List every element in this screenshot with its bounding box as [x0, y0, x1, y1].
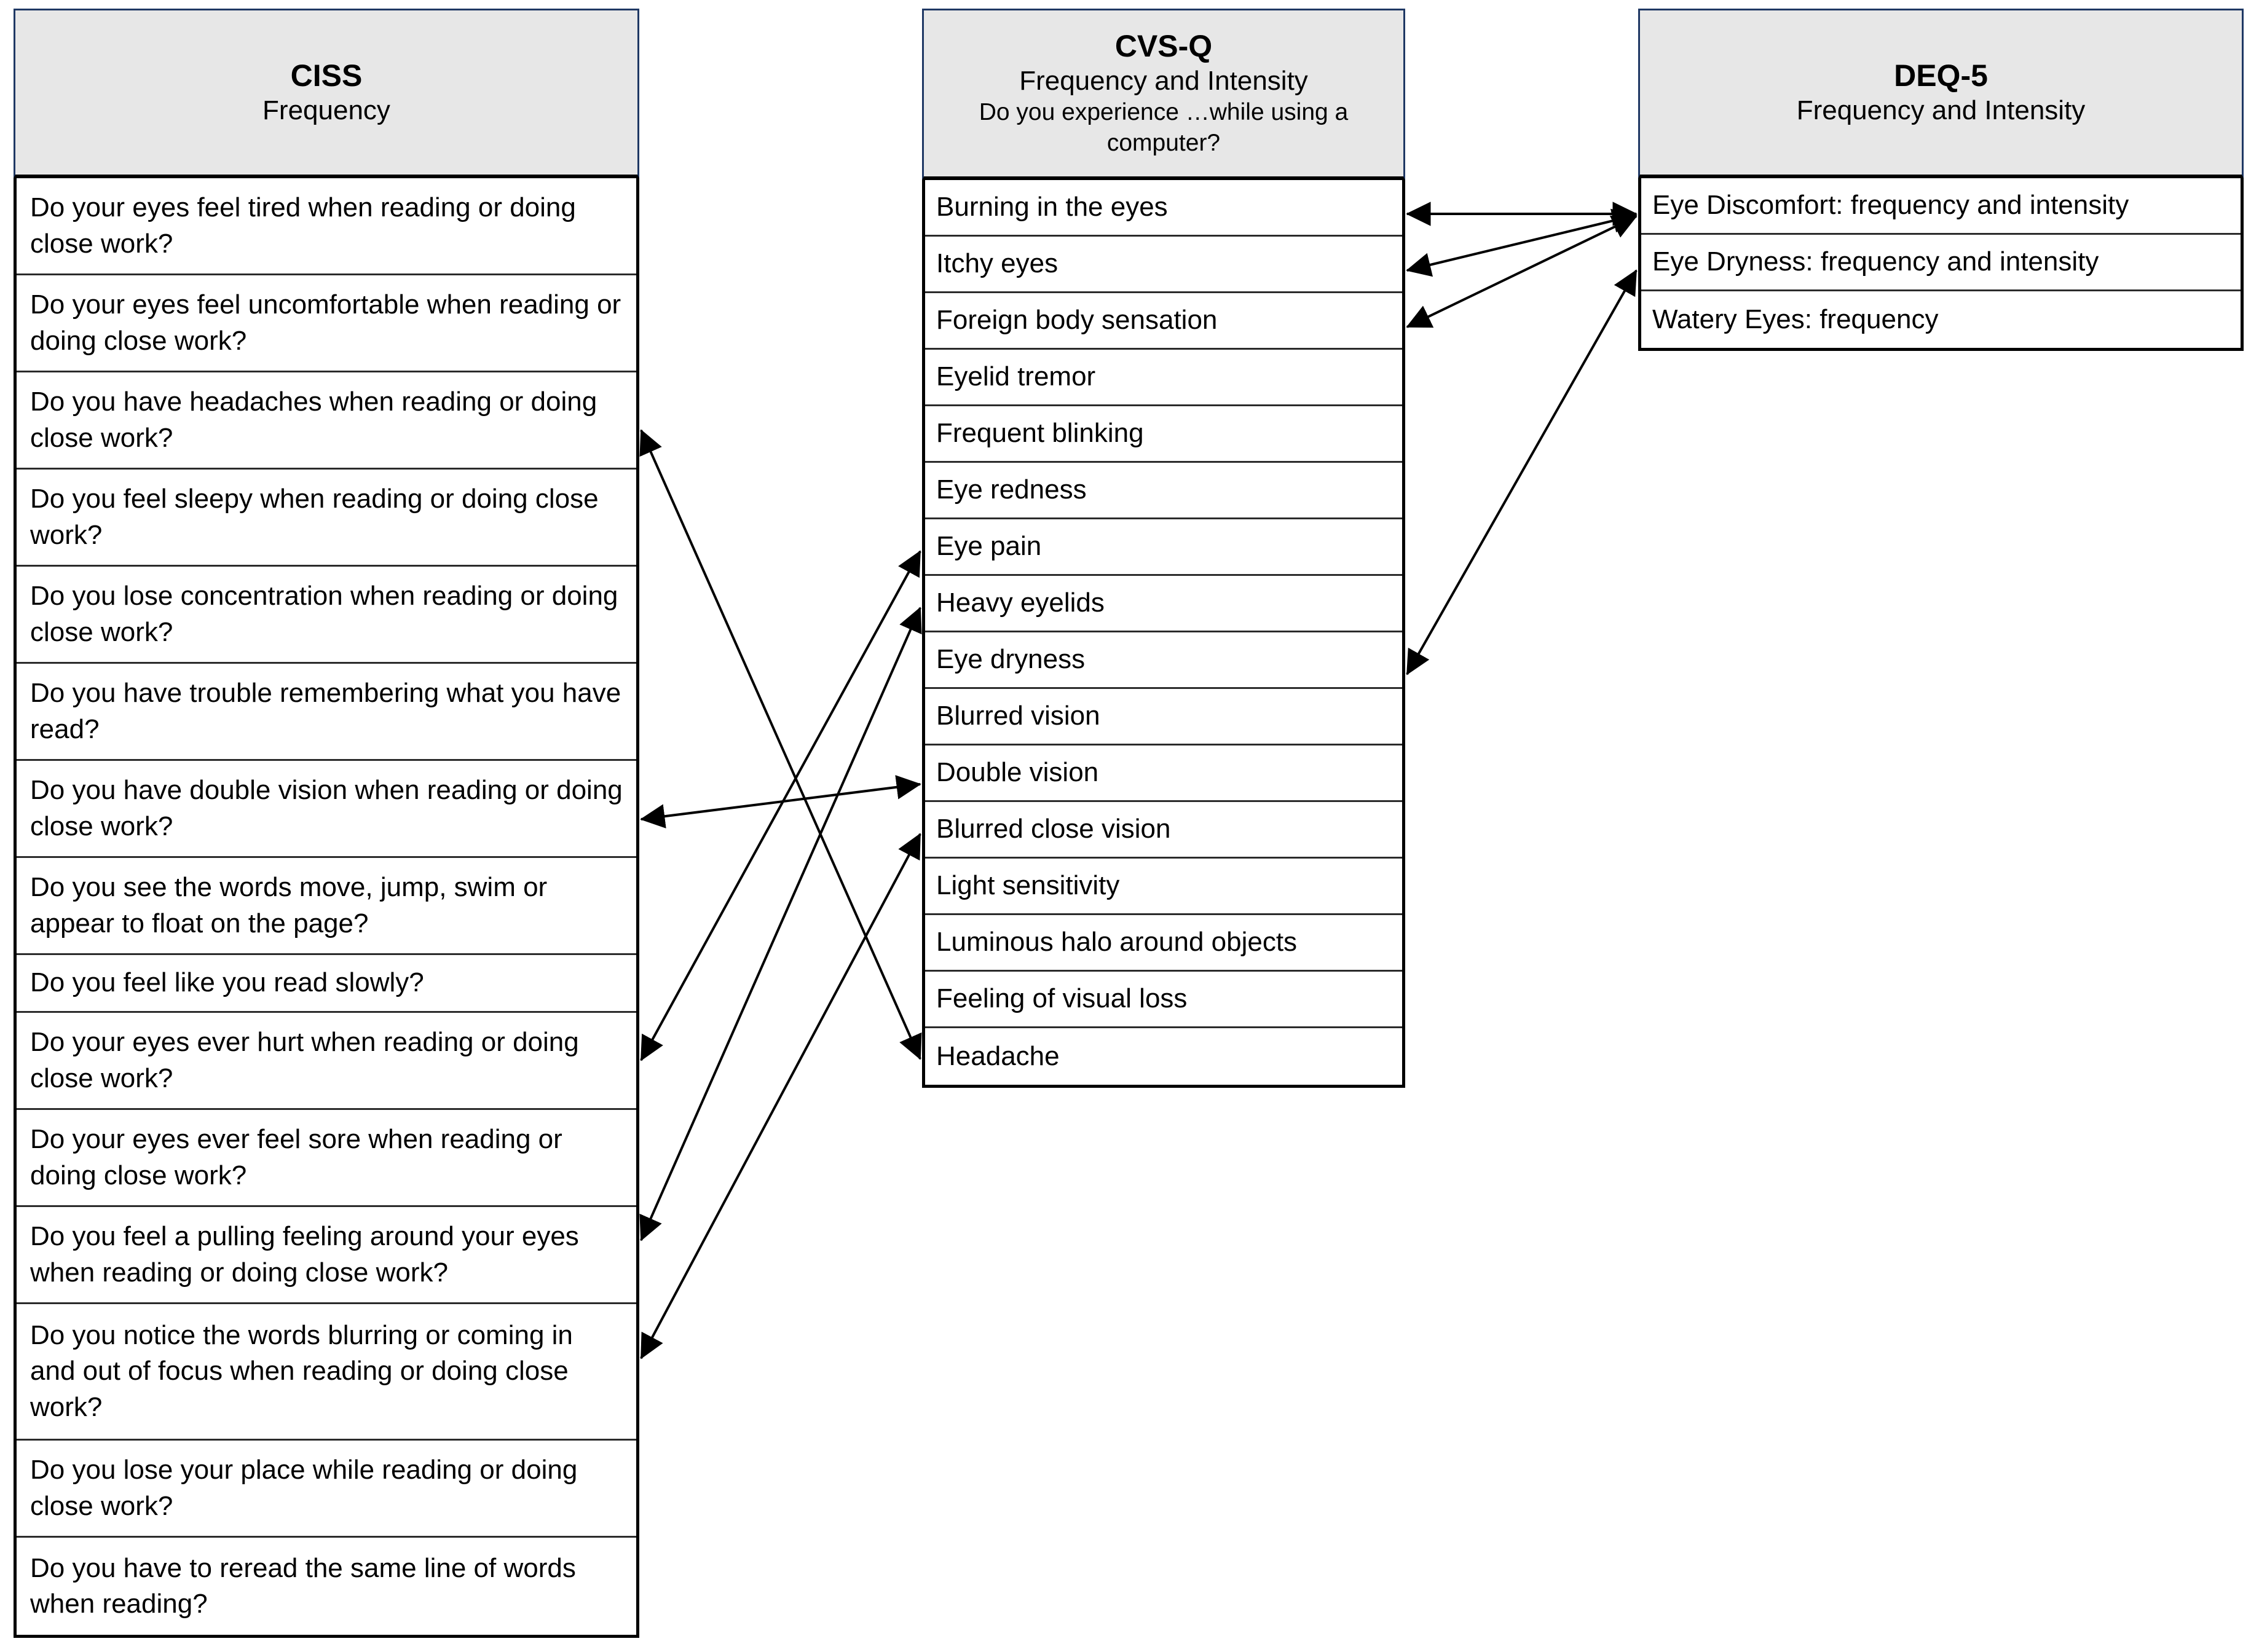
cvsq-title: CVS-Q [1114, 28, 1213, 63]
link-blurring-blurred-close [640, 833, 921, 1359]
link-double-vision [640, 775, 921, 828]
ciss-item-label: Do you have double vision when reading o… [30, 775, 623, 841]
list-item[interactable]: Eye Discomfort: frequency and intensity [1641, 178, 2241, 235]
ciss-item-label: Do you feel a pulling feeling around you… [30, 1221, 579, 1288]
cvsq-item-list: Burning in the eyes Itchy eyes Foreign b… [922, 180, 1405, 1088]
cvsq-item-label: Itchy eyes [936, 248, 1058, 279]
list-item[interactable]: Frequent blinking [925, 406, 1402, 463]
ciss-item-label: Do you lose your place while reading or … [30, 1455, 578, 1521]
list-item[interactable]: Burning in the eyes [925, 180, 1402, 237]
list-item[interactable]: Watery Eyes: frequency [1641, 291, 2241, 348]
cvsq-item-label: Headache [936, 1040, 1060, 1071]
cvsq-subtitle: Frequency and Intensity [1019, 65, 1308, 96]
ciss-panel: CISS Frequency Do your eyes feel tired w… [14, 9, 639, 1638]
cvsq-item-label: Eyelid tremor [936, 361, 1096, 392]
cvsq-item-label: Blurred close vision [936, 814, 1171, 844]
cvsq-item-label: Feeling of visual loss [936, 983, 1188, 1014]
list-item[interactable]: Blurred close vision [925, 802, 1402, 859]
cvsq-item-label: Luminous halo around objects [936, 927, 1298, 958]
list-item[interactable]: Do you see the words move, jump, swim or… [17, 858, 636, 955]
list-item[interactable]: Do you feel a pulling feeling around you… [17, 1207, 636, 1304]
deq5-title: DEQ-5 [1894, 58, 1988, 93]
list-item[interactable]: Do you feel like you read slowly? [17, 955, 636, 1013]
cvsq-item-label: Double vision [936, 757, 1099, 788]
ciss-item-label: Do your eyes ever feel sore when reading… [30, 1124, 562, 1190]
link-eye-pain [640, 550, 921, 1061]
deq5-subtitle: Frequency and Intensity [1796, 95, 2086, 126]
ciss-item-label: Do you have trouble remembering what you… [30, 678, 621, 744]
cvsq-item-label: Frequent blinking [936, 418, 1144, 449]
cvsq-item-label: Eye dryness [936, 644, 1086, 675]
link-pulling-heavy-eyelids [639, 607, 922, 1241]
ciss-item-label: Do your eyes feel uncomfortable when rea… [30, 289, 621, 356]
deq5-item-label: Eye Discomfort: frequency and intensity [1652, 190, 2129, 221]
link-foreign-body-discomfort [1406, 215, 1638, 328]
ciss-item-label: Do your eyes feel tired when reading or … [30, 192, 576, 259]
link-eye-dryness-dryness [1406, 269, 1638, 675]
cvsq-item-label: Foreign body sensation [936, 305, 1218, 336]
ciss-item-label: Do you have headaches when reading or do… [30, 387, 597, 453]
cvsq-item-label: Burning in the eyes [936, 192, 1168, 222]
list-item[interactable]: Blurred vision [925, 689, 1402, 745]
list-item[interactable]: Light sensitivity [925, 859, 1402, 915]
list-item[interactable]: Do you notice the words blurring or comi… [17, 1304, 636, 1441]
list-item[interactable]: Eye dryness [925, 632, 1402, 689]
ciss-item-label: Do you feel like you read slowly? [30, 967, 424, 998]
cvsq-item-label: Light sensitivity [936, 870, 1120, 901]
ciss-item-label: Do you lose concentration when reading o… [30, 581, 618, 647]
cvsq-prompt: Do you experience …while using a compute… [979, 99, 1349, 157]
ciss-header: CISS Frequency [14, 9, 639, 178]
list-item[interactable]: Do you lose concentration when reading o… [17, 567, 636, 664]
list-item[interactable]: Eyelid tremor [925, 350, 1402, 406]
list-item[interactable]: Eye pain [925, 519, 1402, 576]
list-item[interactable]: Do you have headaches when reading or do… [17, 372, 636, 470]
ciss-item-label: Do you feel sleepy when reading or doing… [30, 484, 599, 550]
ciss-item-label: Do you have to reread the same line of w… [30, 1552, 576, 1619]
list-item[interactable]: Heavy eyelids [925, 576, 1402, 632]
list-item[interactable]: Do you have to reread the same line of w… [17, 1538, 636, 1635]
cvsq-header: CVS-Q Frequency and Intensity Do you exp… [922, 9, 1405, 180]
list-item[interactable]: Luminous halo around objects [925, 915, 1402, 972]
ciss-item-label: Do you notice the words blurring or comi… [30, 1320, 573, 1422]
deq5-panel: DEQ-5 Frequency and Intensity Eye Discom… [1638, 9, 2244, 351]
list-item[interactable]: Do you feel sleepy when reading or doing… [17, 470, 636, 567]
ciss-item-label: Do your eyes ever hurt when reading or d… [30, 1027, 579, 1093]
ciss-subtitle: Frequency [262, 95, 390, 126]
list-item[interactable]: Do you have double vision when reading o… [17, 761, 636, 858]
link-itchy-eye-discomfort [1406, 208, 1638, 277]
deq5-item-label: Eye Dryness: frequency and intensity [1652, 246, 2099, 277]
ciss-item-list: Do your eyes feel tired when reading or … [14, 178, 639, 1638]
list-item[interactable]: Do your eyes feel tired when reading or … [17, 178, 636, 275]
list-item[interactable]: Do your eyes ever feel sore when reading… [17, 1110, 636, 1207]
list-item[interactable]: Do you have trouble remembering what you… [17, 664, 636, 761]
list-item[interactable]: Double vision [925, 745, 1402, 802]
link-headaches-headache [639, 429, 922, 1060]
ciss-item-label: Do you see the words move, jump, swim or… [30, 872, 548, 938]
list-item[interactable]: Feeling of visual loss [925, 972, 1402, 1028]
cvsq-item-label: Eye redness [936, 474, 1087, 505]
list-item[interactable]: Foreign body sensation [925, 293, 1402, 350]
cvsq-item-label: Eye pain [936, 531, 1042, 562]
list-item[interactable]: Do you lose your place while reading or … [17, 1441, 636, 1538]
list-item[interactable]: Eye redness [925, 463, 1402, 519]
ciss-title: CISS [290, 58, 363, 93]
list-item[interactable]: Itchy eyes [925, 237, 1402, 293]
list-item[interactable]: Headache [925, 1028, 1402, 1085]
list-item[interactable]: Do your eyes ever hurt when reading or d… [17, 1013, 636, 1110]
deq5-item-list: Eye Discomfort: frequency and intensity … [1638, 178, 2244, 351]
list-item[interactable]: Do your eyes feel uncomfortable when rea… [17, 275, 636, 372]
cvsq-panel: CVS-Q Frequency and Intensity Do you exp… [922, 9, 1405, 1088]
deq5-header: DEQ-5 Frequency and Intensity [1638, 9, 2244, 178]
cvsq-item-label: Heavy eyelids [936, 588, 1105, 618]
cvsq-item-label: Blurred vision [936, 701, 1100, 731]
list-item[interactable]: Eye Dryness: frequency and intensity [1641, 235, 2241, 291]
deq5-item-label: Watery Eyes: frequency [1652, 304, 1939, 334]
